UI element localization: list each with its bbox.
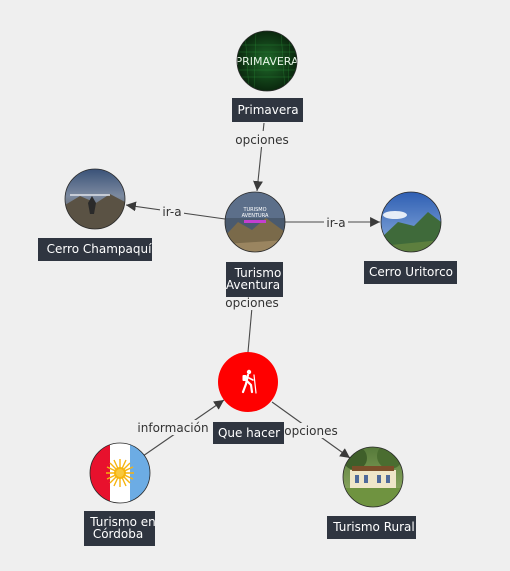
edge-aventura-uritorco: ir-a xyxy=(285,215,380,230)
turismo-aventura-label-box xyxy=(226,262,283,297)
node-primavera[interactable]: PRIMAVERA Primavera xyxy=(232,30,303,122)
edge-quehacer-aventura: opciones xyxy=(224,295,281,353)
node-turismo-cordoba[interactable]: Turismo en Córdoba xyxy=(84,442,156,546)
svg-text:TURISMO: TURISMO xyxy=(242,207,266,213)
node-turismo-aventura[interactable]: TURISMO AVENTURA Turismo Aventura xyxy=(224,191,286,297)
turismo-rural-label: Turismo Rural xyxy=(332,520,415,534)
primavera-label: Primavera xyxy=(237,103,298,117)
node-cerro-champaqui[interactable]: Cerro Champaquí xyxy=(38,168,153,261)
hiker-icon xyxy=(241,369,257,394)
turismo-cordoba-label-line2: Córdoba xyxy=(93,527,143,541)
que-hacer-label: Que hacer xyxy=(218,426,280,440)
turismo-cordoba-label-box xyxy=(84,511,155,546)
primavera-label-box xyxy=(232,98,303,122)
cerro-champaqui-label: Cerro Champaquí xyxy=(47,242,153,256)
edge-label-informacion: información xyxy=(137,421,208,435)
turismo-cordoba-label-line1: Turismo en xyxy=(89,515,155,529)
node-que-hacer[interactable]: Que hacer xyxy=(213,352,284,444)
turismo-rural-image xyxy=(343,447,403,507)
turismo-aventura-label-line1: Turismo xyxy=(234,266,282,280)
cerro-champaqui-image xyxy=(65,169,125,229)
turismo-rural-label-box xyxy=(327,516,416,539)
edge-label-opciones: opciones xyxy=(225,296,278,310)
cordoba-flag-icon xyxy=(90,443,150,503)
cerro-champaqui-label-box xyxy=(38,238,152,261)
edge-label-ir-a: ir-a xyxy=(326,216,345,230)
edge-label-opciones: opciones xyxy=(235,133,288,147)
edge-label-ir-a: ir-a xyxy=(162,205,181,219)
node-turismo-rural[interactable]: Turismo Rural xyxy=(327,443,416,539)
edge-primavera-aventura: opciones xyxy=(234,122,291,192)
primavera-image: PRIMAVERA xyxy=(235,31,299,91)
que-hacer-label-box xyxy=(213,422,284,444)
cerro-uritorco-label: Cerro Uritorco xyxy=(369,265,453,279)
edge-aventura-champaqui: ir-a xyxy=(125,201,226,220)
edge-quehacer-rural: opciones xyxy=(271,401,351,459)
turismo-aventura-label-line2: Aventura xyxy=(226,278,280,292)
node-cerro-uritorco[interactable]: Cerro Uritorco xyxy=(364,191,457,284)
svg-text:AVENTURA: AVENTURA xyxy=(242,213,269,219)
edge-cordoba-quehacer: información xyxy=(137,399,225,457)
svg-text:PRIMAVERA: PRIMAVERA xyxy=(235,55,299,68)
edge-label-opciones: opciones xyxy=(284,424,337,438)
cerro-uritorco-label-box xyxy=(364,261,457,284)
